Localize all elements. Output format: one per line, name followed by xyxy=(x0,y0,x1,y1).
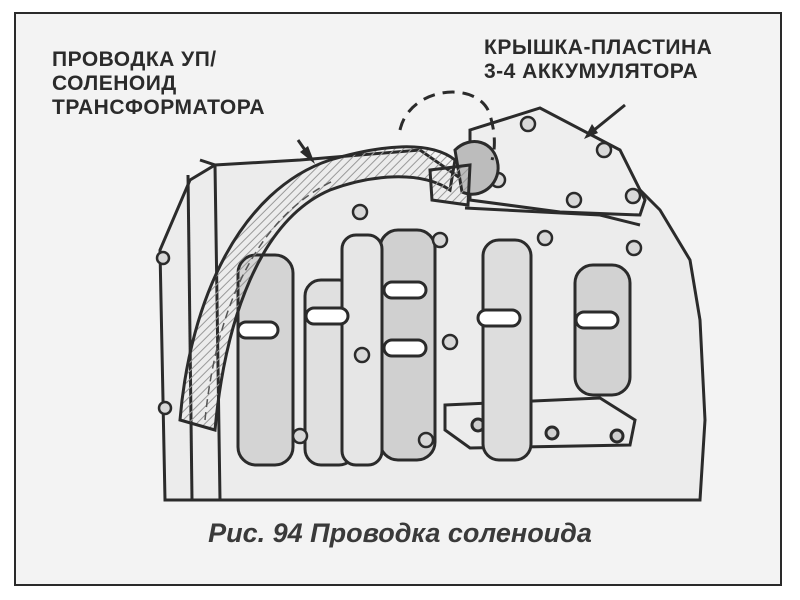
figure-caption: Рис. 94 Проводка соленоида xyxy=(208,518,592,548)
spool-clip xyxy=(236,280,620,358)
lower-bracket xyxy=(443,396,637,450)
valve-body-bolt xyxy=(155,203,643,449)
harness-connector xyxy=(428,140,500,207)
leader-arrow xyxy=(300,124,598,164)
cover-plate-callout-line: КРЫШКА-ПЛАСТИНА xyxy=(484,36,713,59)
accumulator-cover-plate xyxy=(464,106,647,227)
wiring-callout-line: СОЛЕНОИД xyxy=(52,72,177,95)
wiring-callout-line: ТРАНСФОРМАТОРА xyxy=(52,96,266,119)
cover-plate-bolt xyxy=(489,115,642,209)
harness-routing-dashed-loop xyxy=(398,90,496,161)
cover-plate-callout-line: 3-4 АККУМУЛЯТОРА xyxy=(484,60,699,83)
cover-plate-callout-label: КРЫШКА-ПЛАСТИНА 3-4 АККУМУЛЯТОРА xyxy=(484,36,712,84)
wiring-callout-label: ПРОВОДКА УП/ СОЛЕНОИД ТРАНСФОРМАТОРА xyxy=(52,48,265,120)
wiring-callout-line: ПРОВОДКА УП/ xyxy=(52,48,217,71)
